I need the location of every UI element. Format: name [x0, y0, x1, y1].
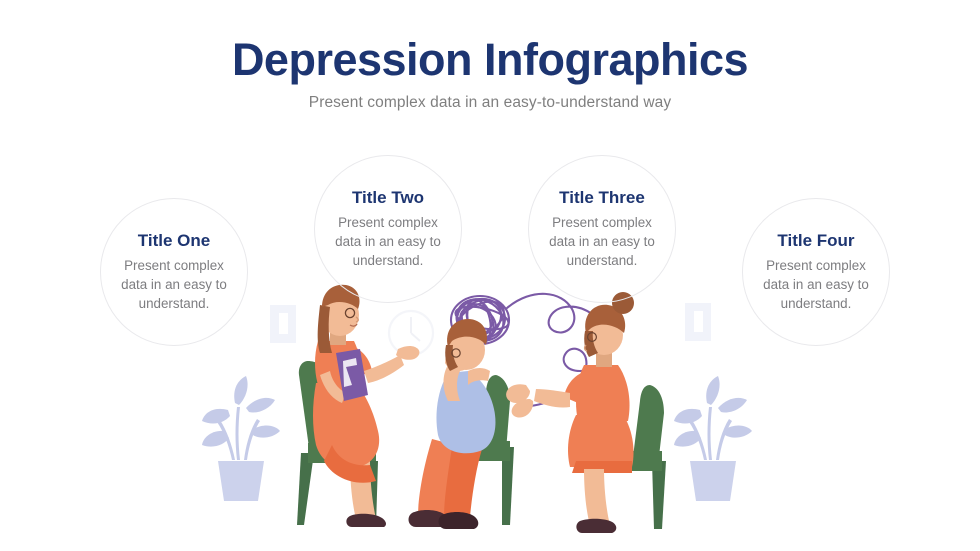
page-title: Depression Infographics — [231, 34, 749, 85]
info-circle-four-title: Title Four — [777, 230, 855, 250]
info-circle-four-body: Present complex data in an easy to under… — [763, 257, 869, 312]
info-circle-two-body: Present complex data in an easy to under… — [335, 214, 441, 269]
therapist-figure-icon — [297, 284, 420, 527]
wall-frame-right-icon — [685, 303, 711, 341]
page-subtitle: Present complex data in an easy-to-under… — [308, 94, 672, 112]
clipboard-icon — [336, 349, 368, 401]
header: Depression Infographics Present complex … — [0, 36, 980, 112]
info-circle-three-title: Title Three — [559, 187, 645, 207]
info-circle-three[interactable]: Title Three Present complex data in an e… — [528, 155, 676, 303]
potted-plant-right-icon — [674, 376, 752, 501]
potted-plant-left-icon — [202, 376, 280, 501]
info-circle-two-title: Title Two — [351, 187, 425, 207]
distressed-figure-icon — [408, 319, 514, 529]
info-circle-one-body: Present complex data in an easy to under… — [121, 257, 227, 312]
info-circle-two[interactable]: Title Two Present complex data in an eas… — [314, 155, 462, 303]
supporting-figure-icon — [506, 292, 666, 533]
therapy-session-illustration — [180, 275, 800, 551]
info-circle-four[interactable]: Title Four Present complex data in an ea… — [742, 198, 890, 346]
info-circle-one-title: Title One — [137, 230, 211, 250]
info-circle-one[interactable]: Title One Present complex data in an eas… — [100, 198, 248, 346]
wall-frame-left-icon — [270, 305, 296, 343]
info-circle-three-body: Present complex data in an easy to under… — [549, 214, 655, 269]
